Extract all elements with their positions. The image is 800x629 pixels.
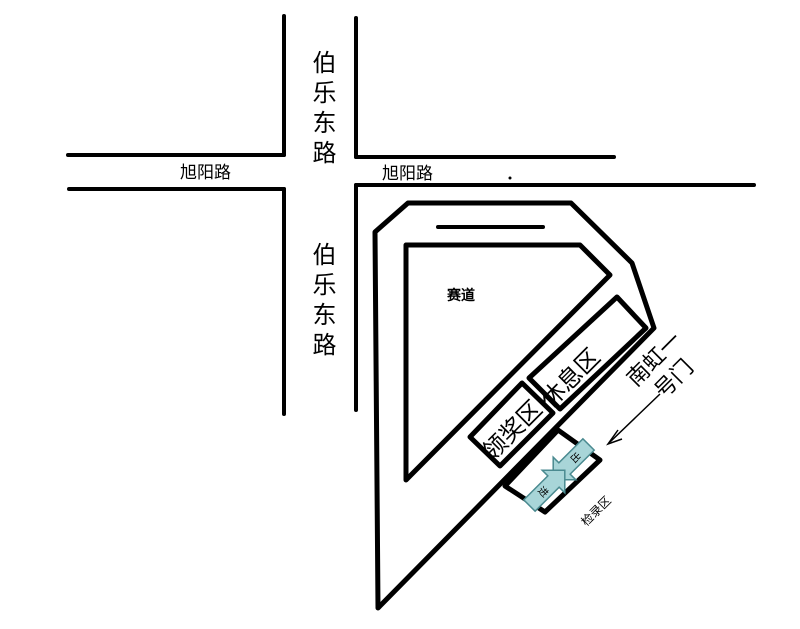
- road-label-bole-upper: 伯乐东路: [308, 50, 336, 170]
- road-label-bole-upper-text: 伯乐东路: [308, 50, 336, 170]
- map-dot: [508, 176, 512, 180]
- gate-arrow: [605, 393, 661, 446]
- road-label-xuyang-right: 旭阳路: [382, 164, 433, 184]
- race-track-area: [403, 242, 613, 483]
- road-label-bole-lower: 伯乐东路: [308, 242, 336, 362]
- rest-area-box: [526, 294, 649, 412]
- award-area: 领奖区: [467, 380, 556, 469]
- race-track-label: 赛道: [446, 287, 475, 304]
- road-label-xuyang-left: 旭阳路: [180, 163, 231, 183]
- gate-arrow-head: [605, 429, 623, 446]
- checkin-area-label: 检录区: [578, 493, 614, 529]
- entrance-arrow[interactable]: 进: [518, 459, 576, 517]
- entrance-arrow-icon: [522, 469, 566, 513]
- gate-arrow-line: [609, 393, 661, 443]
- road-label-bole-lower-text: 伯乐东路: [308, 242, 336, 362]
- award-area-box: [467, 380, 556, 469]
- road-network: [66, 14, 756, 416]
